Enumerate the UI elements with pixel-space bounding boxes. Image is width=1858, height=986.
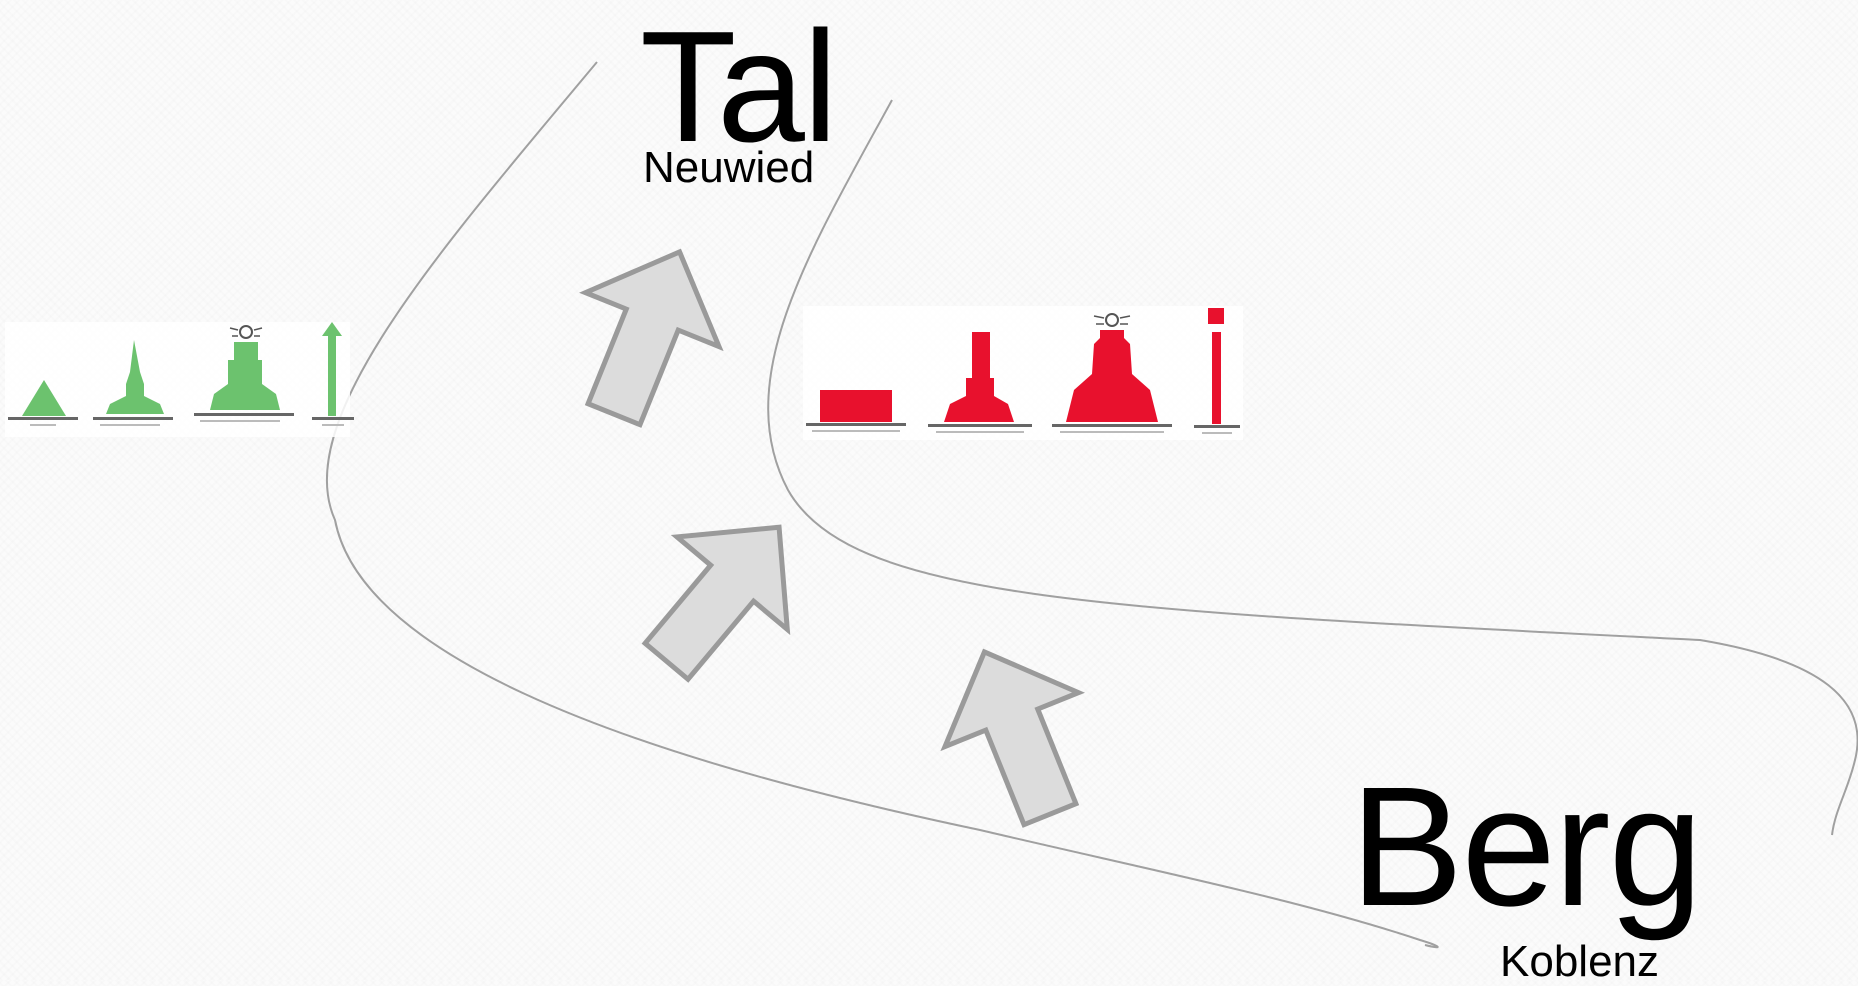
direction-arrow-2 (641, 524, 791, 683)
green-spar-buoy-icon (93, 340, 173, 426)
direction-arrow-1 (579, 248, 724, 428)
upstream-label: Berg (1350, 752, 1703, 942)
green-pole-mark-icon (312, 322, 354, 426)
red-marks-panel (803, 306, 1243, 440)
red-spar-buoy-icon (928, 332, 1032, 433)
green-cone-buoy-icon (8, 380, 78, 426)
downstream-label: Tal (640, 0, 838, 175)
left-bank-line (325, 61, 1439, 949)
right-bank-line (767, 99, 1858, 836)
downstream-place-label: Neuwied (643, 143, 815, 192)
upstream-place-label: Koblenz (1500, 937, 1660, 986)
green-light-buoy-icon (194, 325, 294, 422)
red-can-buoy-icon (806, 390, 906, 432)
green-marks-panel (5, 322, 354, 437)
red-pole-mark-icon (1194, 308, 1240, 434)
red-light-buoy-icon (1052, 313, 1172, 433)
direction-arrow-3 (940, 648, 1085, 828)
